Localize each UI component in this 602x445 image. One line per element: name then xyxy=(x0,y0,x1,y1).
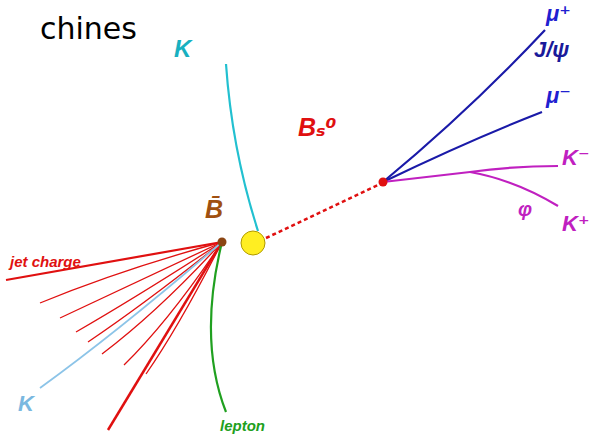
particle-label: φ xyxy=(518,198,532,220)
bs-flight-line xyxy=(266,184,380,238)
decay-vertex xyxy=(218,238,227,247)
muon-track xyxy=(383,112,542,182)
particle-label: Bₛ⁰ xyxy=(298,114,337,142)
particle-label: K xyxy=(174,36,191,62)
particle-label: B̄ xyxy=(205,196,223,224)
particle-label: μ⁻ xyxy=(546,84,571,108)
muon-track xyxy=(383,30,545,182)
particle-label: K⁻ xyxy=(562,146,590,170)
slide-heading: chines xyxy=(40,12,137,45)
kaon-track xyxy=(383,166,558,182)
jet-tracks xyxy=(6,242,222,430)
kaon-track xyxy=(470,172,558,206)
track-label: lepton xyxy=(220,418,265,435)
particle-label: μ⁺ xyxy=(546,2,571,26)
particle-label: K⁺ xyxy=(562,212,590,236)
kaon-track xyxy=(226,64,258,231)
track-label: jet charge xyxy=(10,254,81,271)
particle-label: J/ψ xyxy=(534,38,569,62)
particle-label: K xyxy=(18,392,34,416)
production-point xyxy=(241,231,265,255)
lepton-track xyxy=(211,242,226,412)
decay-vertex xyxy=(379,178,388,187)
